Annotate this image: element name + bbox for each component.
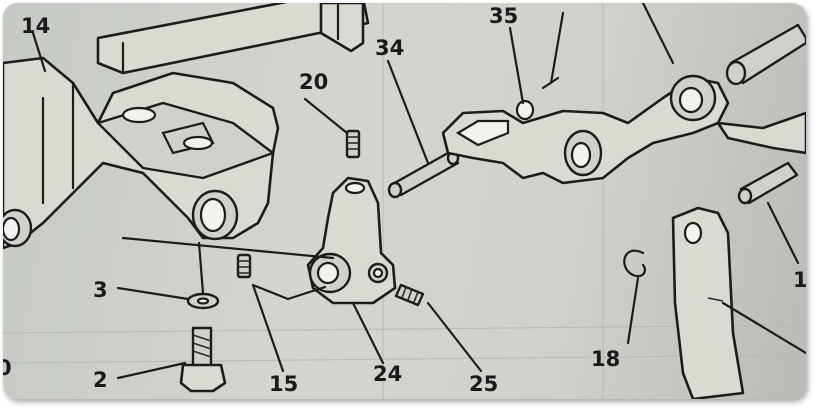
leader-lines xyxy=(31,3,800,380)
washer-part-3 xyxy=(186,292,220,310)
callout-3: 3 xyxy=(93,278,108,302)
callout-20: 20 xyxy=(299,70,328,94)
callout-2: 2 xyxy=(93,368,108,392)
paper-grid xyxy=(3,3,806,399)
callout-14: 14 xyxy=(21,14,50,38)
pin-part-34 xyxy=(387,150,460,199)
callout-18: 18 xyxy=(591,347,620,371)
parts-diagram-photo: 14 35 20 34 3 2 15 24 25 18 1 0 xyxy=(3,3,806,399)
setscrew-part-15 xyxy=(236,253,252,279)
bolt-part-2 xyxy=(179,326,227,393)
setscrew-part-20 xyxy=(345,129,361,159)
callout-0-partial: 0 xyxy=(3,356,12,380)
callout-15: 15 xyxy=(269,372,298,396)
setscrew-part-25 xyxy=(394,283,425,307)
vertical-bracket-part xyxy=(319,3,365,53)
pin-part-right xyxy=(737,161,799,205)
main-casting-part-14 xyxy=(3,56,280,250)
callout-35: 35 xyxy=(489,4,518,28)
exploded-parts-diagram: 14 35 20 34 3 2 15 24 25 18 1 0 xyxy=(3,3,806,399)
block-part-24 xyxy=(306,176,397,305)
top-arm-part xyxy=(96,3,370,75)
lever-plate-part xyxy=(671,206,806,399)
eclip-part-18 xyxy=(623,249,647,278)
callout-34: 34 xyxy=(375,36,404,60)
callout-1-partial: 1 xyxy=(793,268,806,292)
callout-25: 25 xyxy=(469,372,498,396)
shaft-part xyxy=(725,23,806,86)
link-arm-part xyxy=(441,74,806,185)
callout-24: 24 xyxy=(373,362,402,386)
